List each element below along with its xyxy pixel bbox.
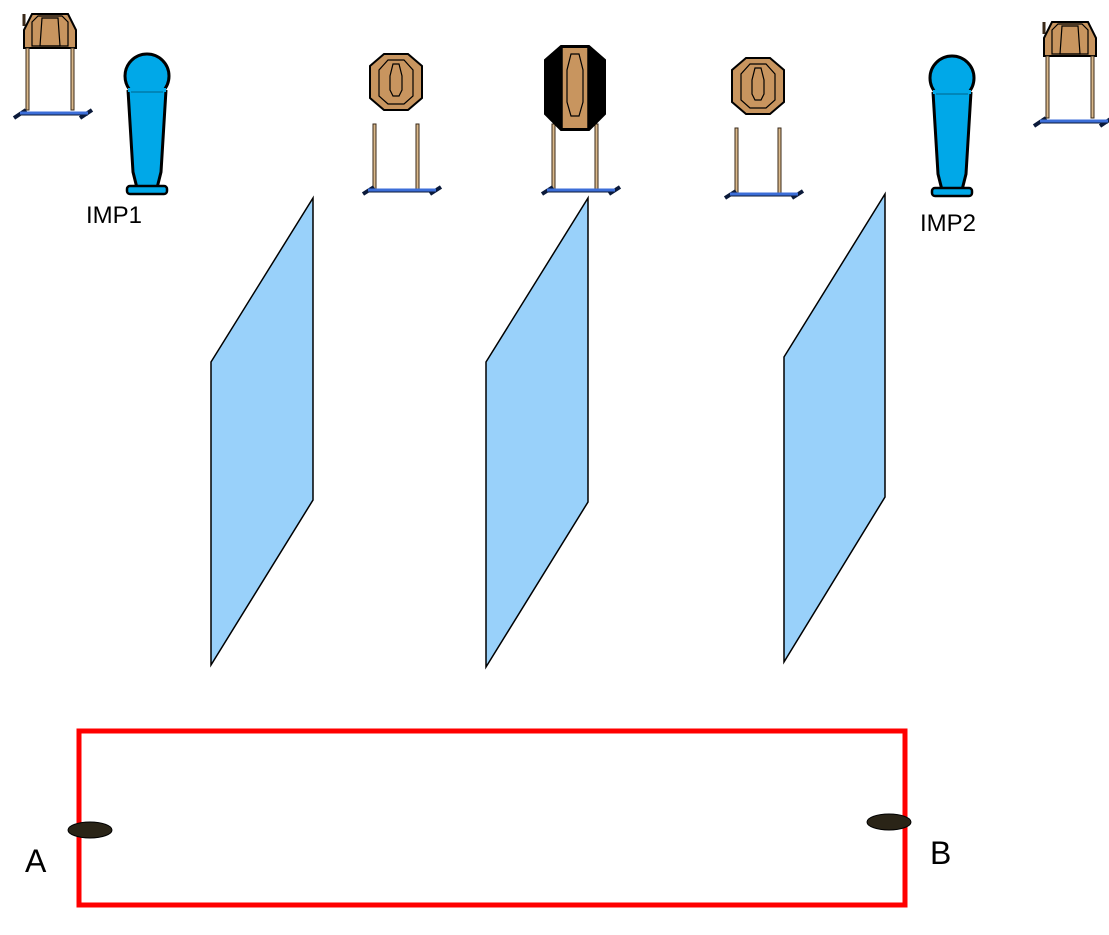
- label-imp1: IMP1: [86, 202, 142, 229]
- wall-center: [485, 195, 589, 670]
- paper-target-far-right: [1032, 20, 1109, 128]
- label-point-b: B: [930, 835, 951, 871]
- label-point-a: A: [25, 843, 47, 879]
- paper-target-far-left: [12, 12, 94, 120]
- start-marker-a: [67, 821, 113, 839]
- paper-target-right: [723, 57, 805, 200]
- wall-right: [783, 191, 886, 665]
- paper-target-left: [361, 53, 443, 196]
- steel-popper-imp1: [123, 52, 171, 196]
- start-marker-b: [866, 813, 912, 831]
- paper-target-center: [540, 45, 622, 196]
- label-imp2: IMP2: [920, 210, 976, 237]
- wall-left: [210, 195, 314, 668]
- steel-popper-imp2: [928, 54, 976, 198]
- shooting-box: [76, 728, 908, 908]
